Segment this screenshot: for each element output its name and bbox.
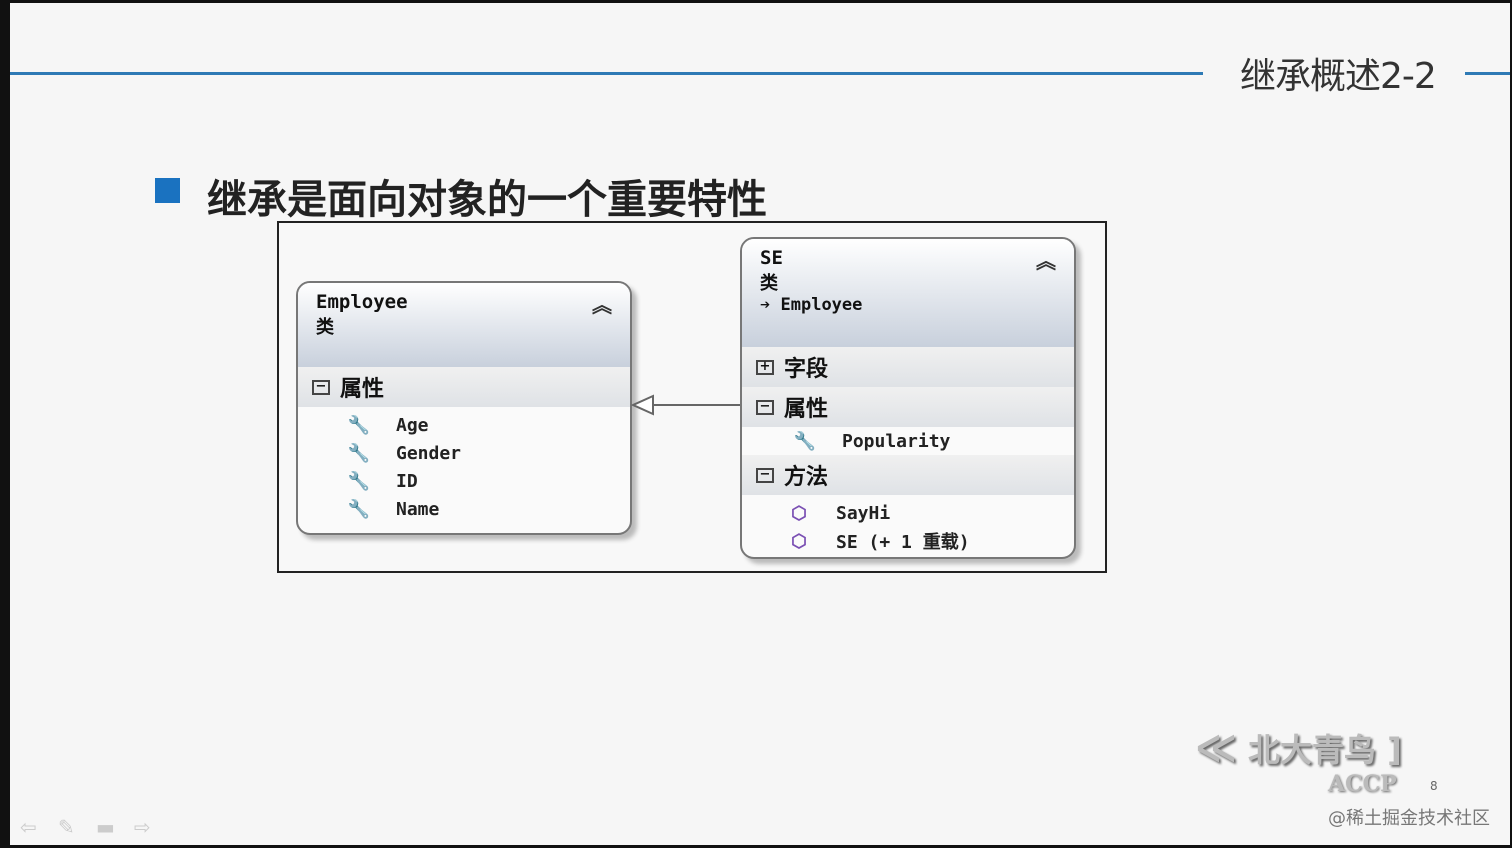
section-properties[interactable]: −属性 <box>742 387 1074 427</box>
class-kind: 类 <box>316 317 334 338</box>
wrench-icon: 🔧 <box>347 470 371 492</box>
section-properties[interactable]: −属性 <box>298 367 630 407</box>
section-fields[interactable]: + 字段 <box>742 347 1074 387</box>
prev-arrow-icon[interactable]: ⇦ <box>20 815 37 839</box>
pen-icon[interactable]: ✎ <box>58 815 75 839</box>
base-class: Employee <box>780 295 863 315</box>
title-rule <box>10 72 1203 75</box>
property-name: ID <box>396 470 418 492</box>
section-label: 属性 <box>340 377 385 402</box>
collapse-icon[interactable]: − <box>756 467 774 483</box>
accp-logo-text: ACCP <box>1328 771 1397 797</box>
inheritance-arrow <box>630 394 741 416</box>
property-name: Popularity <box>842 430 951 452</box>
title-rule-right <box>1465 72 1510 75</box>
class-diagram: Employee 类 ︽ −属性 🔧Age 🔧Gender 🔧ID 🔧Name … <box>277 221 1107 573</box>
method-item: ⬡ SE (+ 1 重载) <box>742 527 1074 555</box>
bullet-square <box>155 178 180 203</box>
se-class[interactable]: SE 类 ➔ Employee ︽ +字段 −属性 🔧Popularity −方… <box>740 237 1076 559</box>
property-name: Name <box>396 498 440 520</box>
next-arrow-icon[interactable]: ⇨ <box>134 815 151 839</box>
method-name: SayHi <box>836 502 891 524</box>
property-item: 🔧 Popularity <box>742 427 1074 455</box>
property-item: 🔧 Name <box>298 495 630 523</box>
section-label: 方法 <box>784 465 829 490</box>
slide-heading: 继承是面向对象的一个重要特性 <box>207 177 767 223</box>
collapse-chevron-icon[interactable]: ︽ <box>1036 249 1056 273</box>
employee-class[interactable]: Employee 类 ︽ −属性 🔧 Age 🔧 Gender 🔧 ID 🔧 Name <box>296 281 632 535</box>
page-number: 8 <box>1430 779 1438 793</box>
property-item: 🔧 Gender <box>298 439 630 467</box>
wrench-icon: 🔧 <box>347 498 371 520</box>
method-item: ⬡ SayHi <box>742 499 1074 527</box>
wrench-icon: 🔧 <box>793 430 817 452</box>
collapse-icon[interactable]: − <box>312 379 330 395</box>
section-label: 属性 <box>784 397 829 422</box>
section-methods[interactable]: −方法 <box>742 455 1074 495</box>
slide-title: 继承概述2-2 <box>1240 56 1437 97</box>
property-item: 🔧 Age <box>298 411 630 439</box>
collapse-icon[interactable]: − <box>756 399 774 415</box>
class-kind: 类 <box>760 273 778 294</box>
section-label: 字段 <box>784 357 829 382</box>
menu-icon[interactable]: ▬ <box>96 815 115 839</box>
accp-logo: ≪ 北大青鸟 ] <box>1195 725 1402 771</box>
wrench-icon: 🔧 <box>347 442 371 464</box>
property-name: Age <box>396 414 429 436</box>
class-name: Employee <box>316 291 408 313</box>
logo-cn: 北大青鸟 <box>1248 731 1377 769</box>
slide: 继承概述2-2 继承是面向对象的一个重要特性 Employee 类 ︽ −属性 … <box>10 3 1510 845</box>
property-item: 🔧 ID <box>298 467 630 495</box>
inherits-arrow-icon: ➔ <box>760 295 771 315</box>
method-name: SE (+ 1 重载) <box>836 532 970 553</box>
method-cube-icon: ⬡ <box>791 530 807 552</box>
class-name: SE <box>760 247 783 269</box>
property-name: Gender <box>396 442 462 464</box>
wrench-icon: 🔧 <box>347 414 371 436</box>
collapse-chevron-icon[interactable]: ︽ <box>592 293 612 317</box>
method-cube-icon: ⬡ <box>791 502 807 524</box>
watermark: @稀土掘金技术社区 <box>1328 808 1490 829</box>
expand-icon[interactable]: + <box>756 359 774 375</box>
